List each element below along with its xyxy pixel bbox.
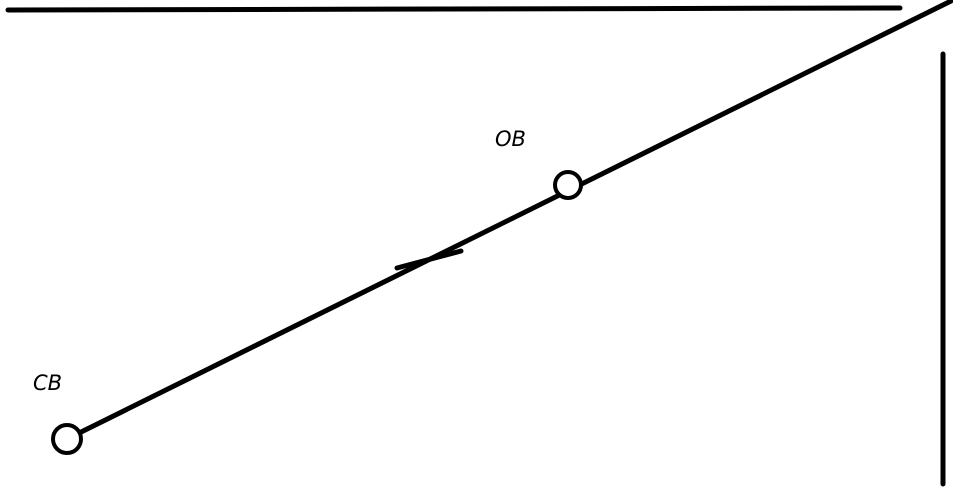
diagonal-line: [64, 0, 953, 442]
parallel-segment: [394, 248, 464, 271]
cb-node-circle: [51, 423, 83, 455]
ob-label: OB: [495, 127, 526, 151]
top-horizontal-line: [5, 5, 903, 13]
ob-node-circle: [553, 170, 583, 200]
cb-label: CB: [33, 371, 62, 395]
